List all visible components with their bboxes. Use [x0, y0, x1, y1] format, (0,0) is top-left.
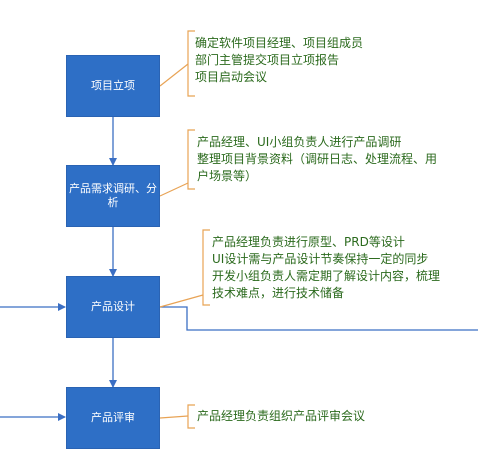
- note-line: 部门主管提交项目立项报告: [195, 53, 340, 67]
- step-label: 项目立项: [91, 79, 135, 92]
- note-product-review: 产品经理负责组织产品评审会议: [197, 408, 365, 425]
- step-product-review: 产品评审: [66, 387, 160, 449]
- note-requirements-research: 产品经理、UI小组负责人进行产品调研 整理项目背景资料（调研日志、处理流程、用 …: [197, 134, 437, 185]
- step-requirements-research: 产品需求调研、分析: [66, 165, 160, 227]
- note-line: UI设计需与产品设计节奏保持一定的同步: [212, 252, 429, 266]
- note-line: 产品经理负责组织产品评审会议: [197, 409, 366, 423]
- note-line: 产品经理负责进行原型、PRD等设计: [212, 235, 405, 249]
- note-leader-3: [159, 294, 204, 308]
- note-bracket-3: [202, 229, 210, 306]
- note-product-design: 产品经理负责进行原型、PRD等设计 UI设计需与产品设计节奏保持一定的同步 开发…: [212, 234, 440, 302]
- note-project-initiation: 确定软件项目经理、项目组成员 部门主管提交项目立项报告 项目启动会议: [195, 35, 363, 86]
- note-line: 项目启动会议: [195, 70, 268, 84]
- step-label: 产品设计: [91, 300, 135, 313]
- step-label: 产品评审: [91, 411, 135, 424]
- note-leader-2: [159, 182, 189, 197]
- outgoing-connector-design: [160, 306, 478, 331]
- note-line: 户场景等）: [197, 169, 258, 183]
- note-bracket-2: [187, 129, 195, 190]
- note-bracket-1: [187, 30, 195, 97]
- note-line: 开发小组负责人需定期了解设计内容，梳理: [212, 269, 441, 283]
- note-leader-4: [159, 415, 189, 419]
- step-product-design: 产品设计: [66, 276, 160, 338]
- note-line: 技术难点，进行技术储备: [212, 286, 345, 300]
- step-project-initiation: 项目立项: [66, 55, 160, 117]
- note-line: 整理项目背景资料（调研日志、处理流程、用: [197, 152, 438, 166]
- note-leader-1: [159, 63, 189, 87]
- note-line: 确定软件项目经理、项目组成员: [195, 36, 364, 50]
- note-line: 产品经理、UI小组负责人进行产品调研: [197, 135, 402, 149]
- step-label: 产品需求调研、分析: [69, 182, 157, 209]
- note-bracket-4: [187, 404, 195, 429]
